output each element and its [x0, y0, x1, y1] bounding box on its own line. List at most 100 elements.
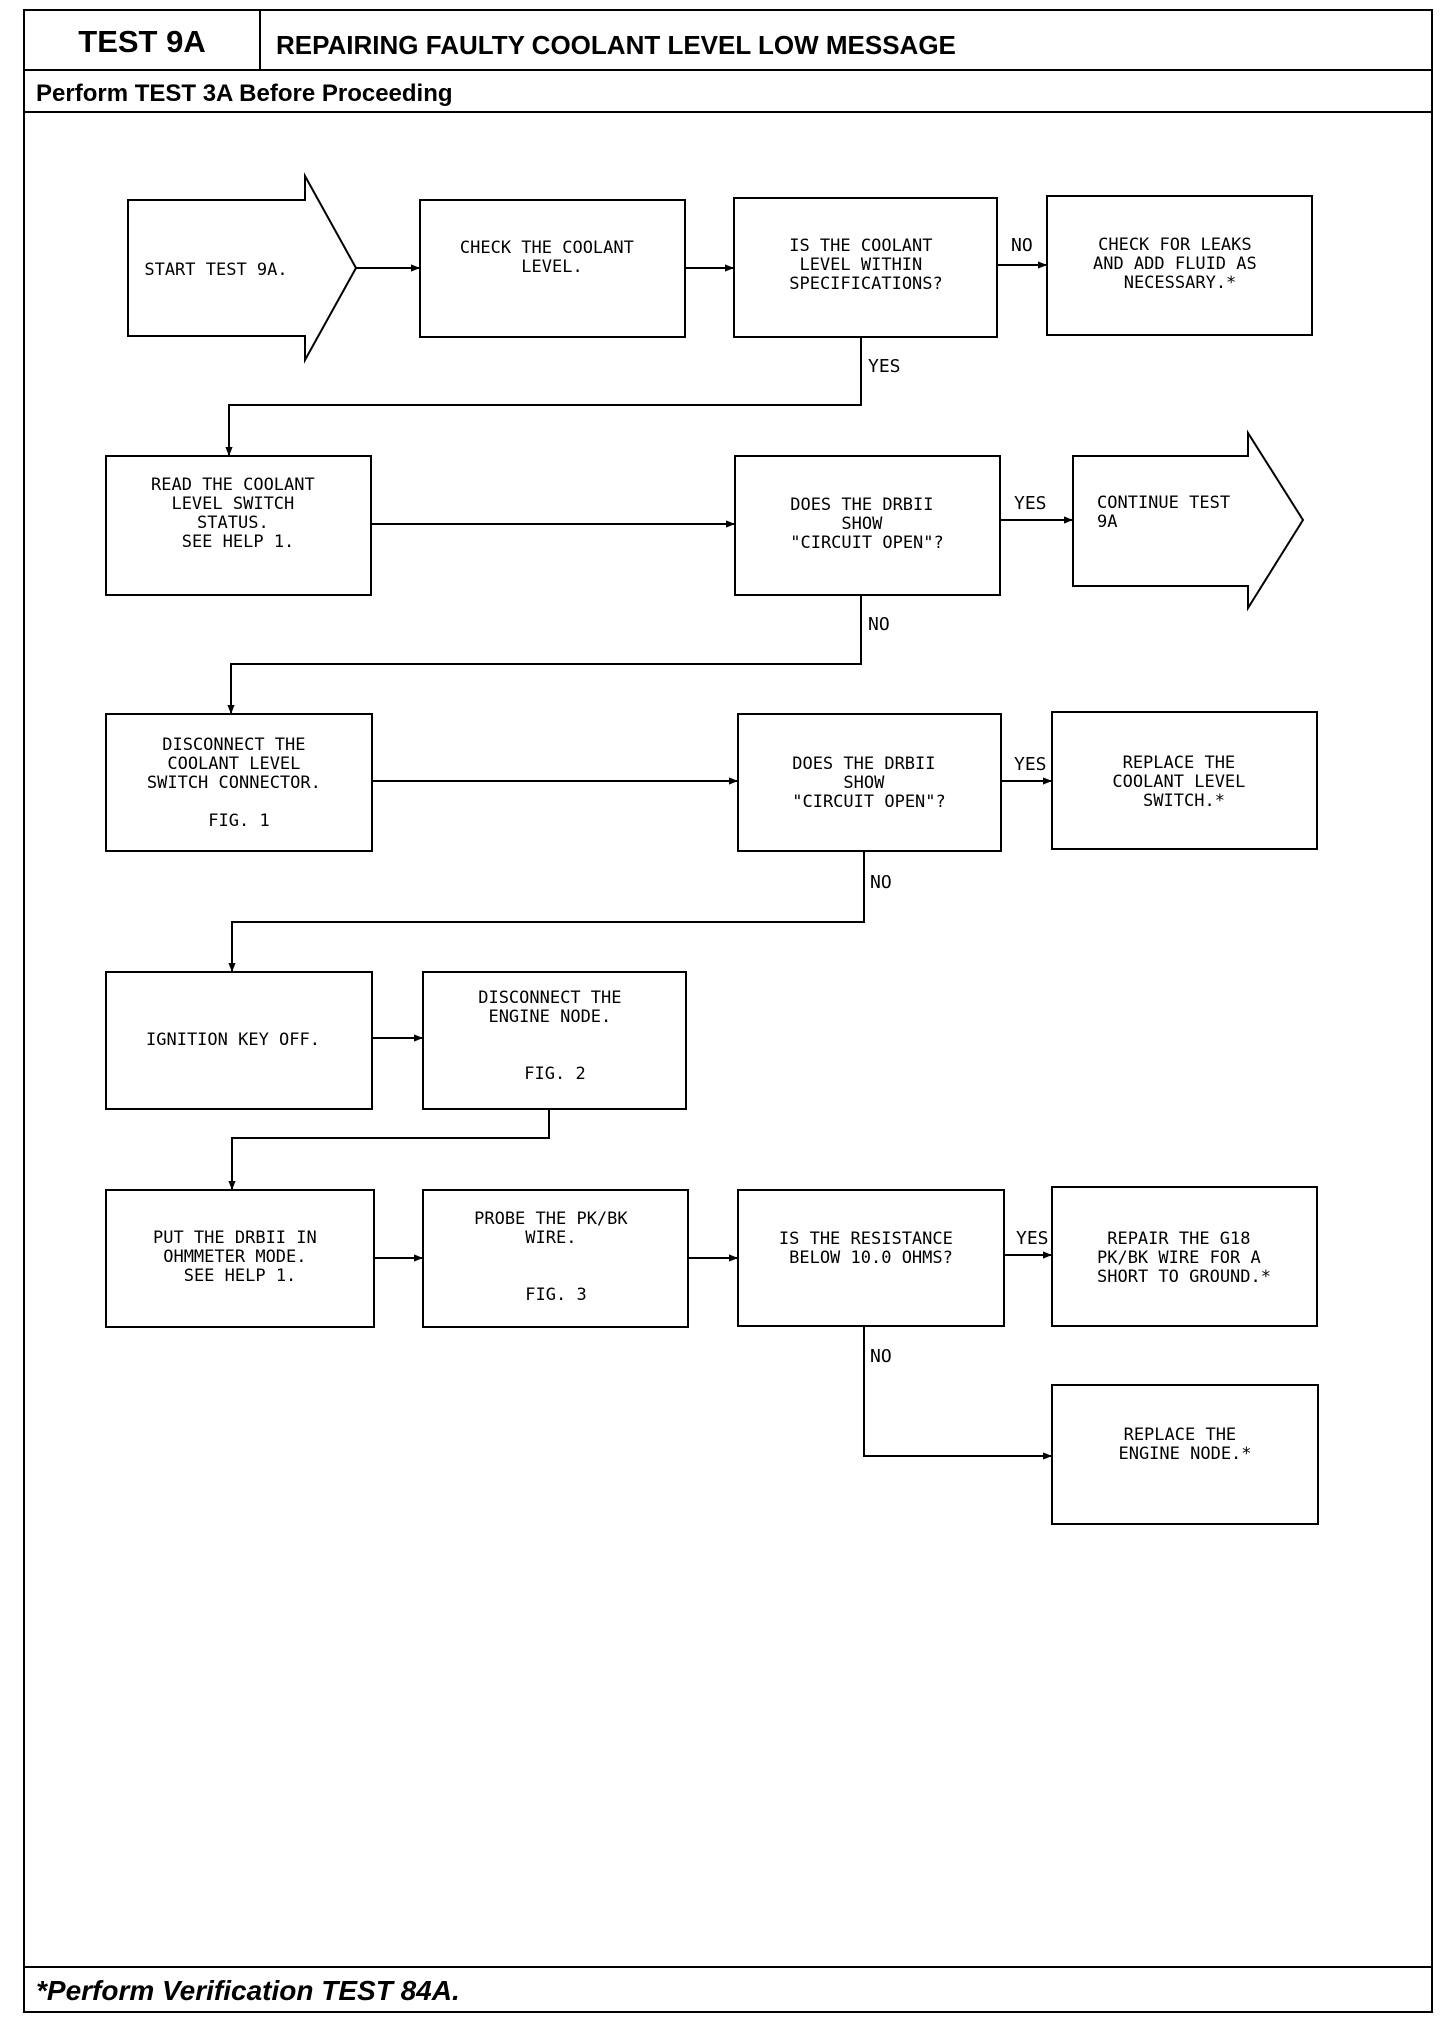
edge-res-no [863, 1326, 1052, 1460]
node-label: IS THE COOLANT LEVEL WITHIN SPECIFICATIO… [789, 236, 943, 294]
edge-label: NO [1011, 235, 1033, 256]
node-line: READ THE COOLANT [151, 475, 315, 495]
node-label: DOES THE DRBII SHOW "CIRCUIT OPEN"? [790, 495, 944, 553]
node-line: WIRE. [525, 1228, 576, 1248]
check-leaks-box [1046, 195, 1313, 336]
node-line: SEE HELP 1. [184, 1266, 297, 1286]
node-line: CHECK THE COOLANT [460, 238, 634, 258]
node-line: FIG. 2 [524, 1064, 585, 1084]
read-status-box [105, 455, 372, 596]
drb-open-1-box [734, 455, 1001, 596]
node-line: SHORT TO GROUND.* [1097, 1267, 1271, 1287]
node-label: IGNITION KEY OFF. [146, 1030, 320, 1050]
node-line: REPLACE THE [1124, 1425, 1237, 1445]
node-label: IS THE RESISTANCE BELOW 10.0 OHMS? [779, 1229, 963, 1268]
node-label: REPLACE THE ENGINE NODE.* [1118, 1425, 1251, 1464]
node-label: READ THE COOLANT LEVEL SWITCH STATUS. SE… [151, 475, 325, 552]
node-label: CONTINUE TEST 9A [1097, 493, 1240, 532]
node-text-group: START TEST 9A. CHECK THE COOLANT LEVEL. … [144, 235, 1271, 1464]
page-frame [23, 9, 1433, 2013]
node-label: DISCONNECT THE ENGINE NODE. FIG. 2 [478, 988, 632, 1084]
node-label: START TEST 9A. [144, 260, 287, 280]
edge-drb2-no [228, 851, 865, 972]
node-line: NECESSARY.* [1124, 273, 1237, 293]
node-label: CHECK THE COOLANT LEVEL. [460, 238, 644, 277]
node-line: IS THE RESISTANCE [779, 1229, 953, 1249]
node-line: CONTINUE TEST [1097, 493, 1230, 513]
connector-group [225, 261, 1073, 1460]
node-line: ENGINE NODE. [488, 1007, 611, 1027]
repair-wire-box [1051, 1186, 1318, 1327]
edge-label: NO [868, 614, 890, 635]
edge-node-to-ohm [228, 1110, 550, 1190]
node-line: DISCONNECT THE [162, 735, 305, 755]
node-label: PUT THE DRBII IN OHMMETER MODE. SEE HELP… [153, 1228, 327, 1286]
probe-box [422, 1189, 689, 1328]
edge-label: YES [1014, 754, 1047, 775]
node-line: START TEST 9A. [144, 260, 287, 280]
continue-arrow [1072, 429, 1305, 612]
node-line: COOLANT LEVEL [167, 754, 300, 774]
node-line: LEVEL. [521, 257, 582, 277]
node-label: CHECK FOR LEAKS AND ADD FLUID AS NECESSA… [1093, 235, 1267, 293]
node-shape-group [105, 172, 1319, 1525]
node-line: STATUS. [197, 513, 269, 533]
edge-label: YES [1016, 1228, 1049, 1249]
edge-drb1-no [227, 595, 862, 714]
check-level-box [419, 199, 686, 338]
prerequisite-note: Perform TEST 3A Before Proceeding [36, 80, 453, 107]
node-label: REPLACE THE COOLANT LEVEL SWITCH.* [1112, 753, 1255, 811]
node-line: REPLACE THE [1123, 753, 1236, 773]
node-line: 9A [1097, 512, 1117, 532]
page-title: REPAIRING FAULTY COOLANT LEVEL LOW MESSA… [276, 30, 956, 60]
disconnect-node-box [422, 971, 687, 1110]
test-id: TEST 9A [78, 24, 205, 59]
node-line: ENGINE NODE.* [1118, 1444, 1251, 1464]
node-line: DOES THE DRBII [790, 495, 933, 515]
node-line: PK/BK WIRE FOR A [1097, 1248, 1261, 1268]
node-line: IGNITION KEY OFF. [146, 1030, 320, 1050]
edge-spec-yes [225, 337, 862, 456]
node-label: DISCONNECT THE COOLANT LEVEL SWITCH CONN… [147, 735, 331, 831]
node-line: SWITCH.* [1143, 791, 1225, 811]
node-line: DISCONNECT THE [478, 988, 621, 1008]
resistance-box [737, 1189, 1005, 1327]
node-line: SWITCH CONNECTOR. [147, 773, 321, 793]
edge-label: NO [870, 872, 892, 893]
node-line: AND ADD FLUID AS [1093, 254, 1257, 274]
node-line: OHMMETER MODE. [163, 1247, 306, 1267]
edge-label: YES [868, 356, 901, 377]
node-line: COOLANT LEVEL [1112, 772, 1245, 792]
edge-label: YES [1014, 493, 1047, 514]
ignition-off-box [105, 971, 373, 1110]
node-line: "CIRCUIT OPEN"? [792, 792, 946, 812]
node-line: SEE HELP 1. [182, 532, 295, 552]
drb-open-2-box [737, 713, 1002, 852]
node-label: PROBE THE PK/BK WIRE. FIG. 3 [474, 1209, 638, 1305]
node-label: REPAIR THE G18 PK/BK WIRE FOR A SHORT TO… [1097, 1229, 1271, 1287]
node-line: BELOW 10.0 OHMS? [789, 1248, 953, 1268]
node-line: FIG. 1 [208, 811, 269, 831]
node-label: DOES THE DRBII SHOW "CIRCUIT OPEN"? [792, 754, 946, 812]
footer-note: *Perform Verification TEST 84A. [36, 1975, 460, 2006]
node-line: SPECIFICATIONS? [789, 274, 943, 294]
node-line: PROBE THE PK/BK [474, 1209, 628, 1229]
start-arrow [127, 172, 358, 364]
ohmmeter-box [105, 1189, 375, 1328]
node-line: PUT THE DRBII IN [153, 1228, 317, 1248]
node-line: SHOW [843, 773, 885, 793]
node-line: CHECK FOR LEAKS [1098, 235, 1252, 255]
replace-switch-box [1051, 711, 1318, 850]
node-line: LEVEL WITHIN [799, 255, 922, 275]
node-line: LEVEL SWITCH [171, 494, 294, 514]
within-spec-box [733, 197, 998, 338]
node-line: REPAIR THE G18 [1107, 1229, 1250, 1249]
edge-label: NO [870, 1346, 892, 1367]
replace-node-box [1051, 1384, 1319, 1525]
node-line: FIG. 3 [525, 1285, 586, 1305]
node-line: SHOW [841, 514, 883, 534]
edge-label-group: NO YES YES NO YES NO YES NO [868, 235, 1049, 1367]
node-line: DOES THE DRBII [792, 754, 935, 774]
